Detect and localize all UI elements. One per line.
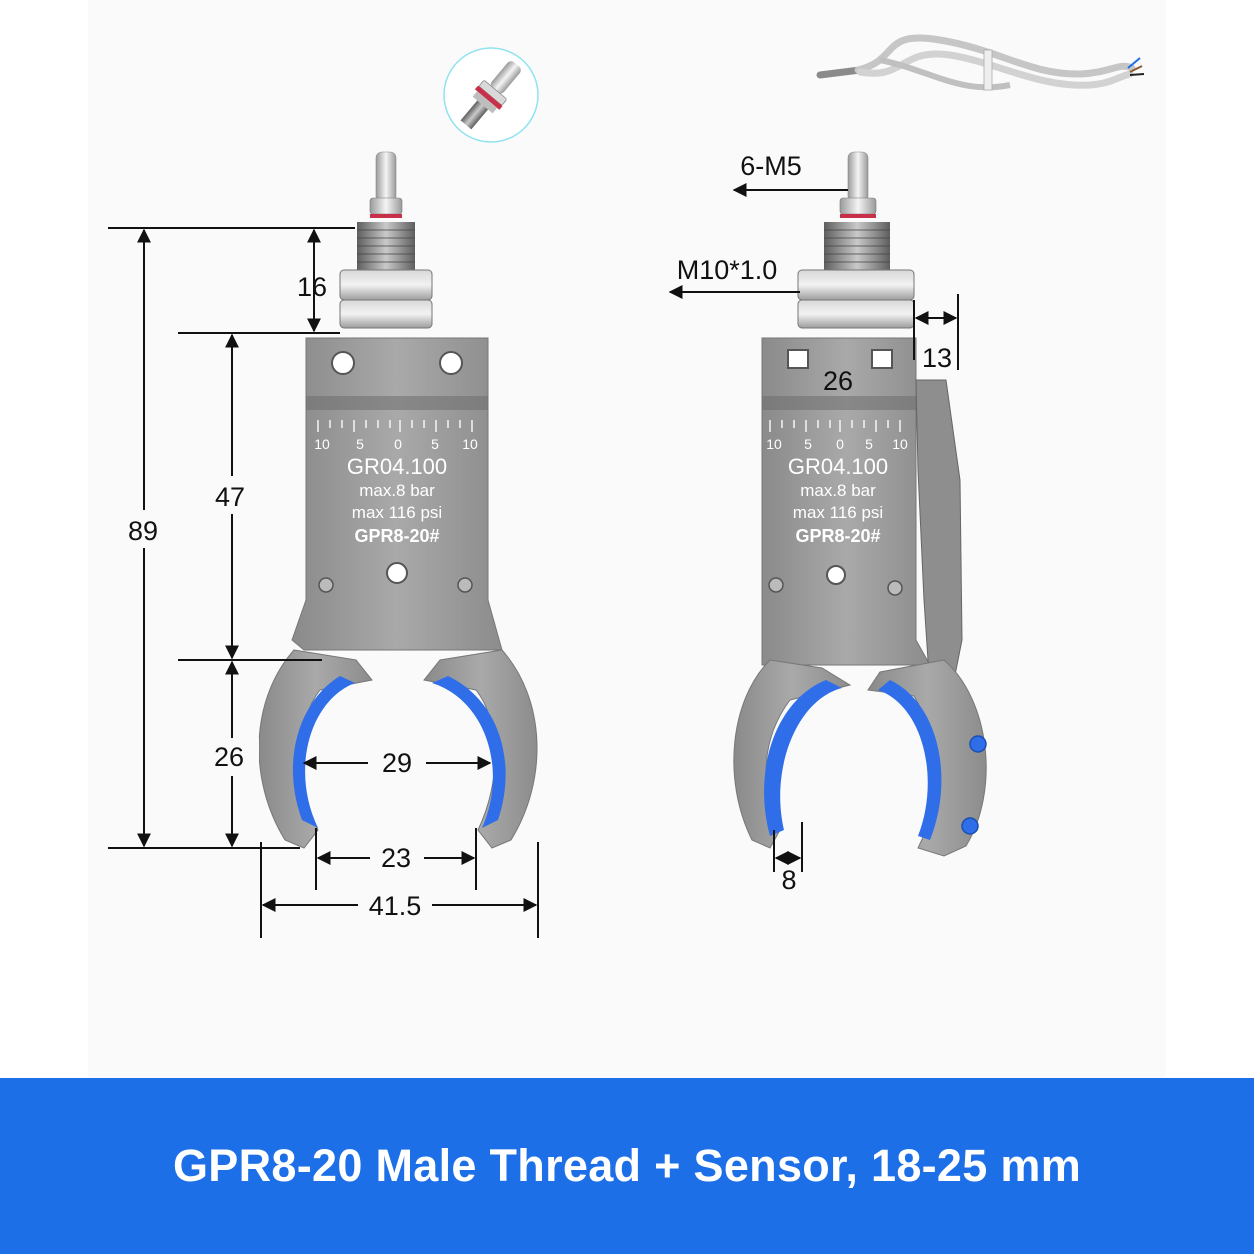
front-left-jaw — [258, 649, 373, 849]
dim-thread-height: 16 — [297, 272, 327, 302]
dim-inner-span: 29 — [382, 748, 412, 778]
side-engraving-part: GPR8-20# — [795, 526, 880, 546]
front-barb-fitting — [369, 151, 403, 218]
dim-jaw-thickness: 8 — [781, 865, 796, 895]
sensor-cable-icon — [816, 34, 1145, 91]
side-view: 10 5 0 5 10 GR04.100 max.8 bar max 116 p… — [668, 151, 987, 895]
side-hex-nut — [797, 269, 915, 301]
dim-thread-spec: M10*1.0 — [677, 255, 778, 285]
gripper-drawing: 10 5 0 5 10 GR04.100 max.8 bar max 116 p… — [108, 34, 1145, 938]
side-scale-label: 10 — [766, 436, 782, 452]
dim-jaw-height: 26 — [214, 742, 244, 772]
front-scale-label: 0 — [394, 436, 402, 452]
fitting-accessory — [443, 47, 539, 143]
side-scale-label: 10 — [892, 436, 908, 452]
front-engraving-model: GR04.100 — [347, 454, 447, 479]
side-engraving-psi: max 116 psi — [793, 503, 883, 522]
side-scale-label: 5 — [804, 436, 812, 452]
dim-overall-height: 89 — [128, 516, 158, 546]
side-barb-fitting — [839, 151, 877, 218]
side-body — [761, 337, 931, 666]
front-scale-label: 5 — [431, 436, 439, 452]
barbed-fitting-icon — [460, 61, 521, 130]
front-engraving-bar: max.8 bar — [359, 481, 435, 500]
front-scale-label: 10 — [462, 436, 478, 452]
front-engraving-part: GPR8-20# — [354, 526, 439, 546]
dim-body-width: 26 — [823, 366, 853, 396]
side-scale-label: 0 — [836, 436, 844, 452]
front-right-pad — [432, 676, 506, 828]
dim-port: 6-M5 — [740, 151, 802, 181]
dim-overall-width: 41.5 — [369, 891, 422, 921]
title-banner: GPR8-20 Male Thread + Sensor, 18-25 mm — [0, 1078, 1254, 1254]
side-engraving-model: GR04.100 — [788, 454, 888, 479]
front-view: 10 5 0 5 10 GR04.100 max.8 bar max 116 p… — [108, 151, 539, 938]
dim-opening-width: 23 — [381, 843, 411, 873]
side-right-pad — [878, 680, 942, 840]
dim-body-height: 47 — [215, 482, 245, 512]
front-engraving-psi: max 116 psi — [352, 503, 442, 522]
front-left-pad — [292, 676, 355, 828]
front-right-jaw — [423, 649, 538, 849]
front-body — [291, 337, 503, 651]
product-title: GPR8-20 Male Thread + Sensor, 18-25 mm — [172, 1140, 1082, 1191]
side-engraving-bar: max.8 bar — [800, 481, 876, 500]
front-hex-nut — [339, 269, 433, 301]
front-scale-label: 10 — [314, 436, 330, 452]
side-scale-label: 5 — [865, 436, 873, 452]
front-scale-label: 5 — [356, 436, 364, 452]
side-left-pad — [764, 680, 842, 836]
dim-body-thickness: 13 — [922, 343, 952, 373]
